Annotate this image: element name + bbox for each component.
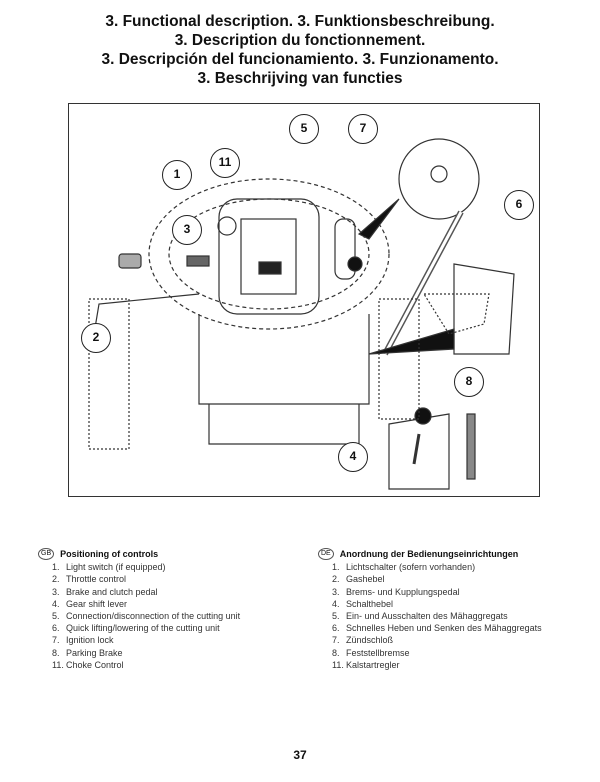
legend-item: 8. Feststellbremse bbox=[332, 647, 542, 659]
legend-item: 6. Schnelles Heben und Senken des Mähaggr… bbox=[332, 622, 542, 634]
callout-8: 8 bbox=[454, 367, 484, 397]
item-number: 8. bbox=[52, 647, 60, 658]
item-number: 6. bbox=[52, 623, 60, 634]
language-badge-de: DE bbox=[318, 548, 334, 561]
callout-2: 2 bbox=[81, 323, 111, 353]
legend-item: 2. Throttle control bbox=[52, 573, 240, 585]
item-number: 7. bbox=[52, 635, 60, 646]
legend-item: 11.Kalstartregler bbox=[332, 659, 542, 671]
item-number: 11. bbox=[332, 659, 344, 670]
legend-item: 5. Ein- und Ausschalten des Mähaggregats bbox=[332, 610, 542, 622]
item-text: Connection/disconnection of the cutting … bbox=[66, 611, 241, 622]
legend-item: 6. Quick lifting/lowering of the cutting … bbox=[52, 622, 240, 634]
item-text: Quick lifting/lowering of the cutting un… bbox=[66, 623, 220, 634]
item-text: Kalstartregler bbox=[346, 659, 400, 670]
legend-item: 5. Connection/disconnection of the cuttin… bbox=[52, 610, 240, 622]
legend-item: 7. Zündschloß bbox=[332, 634, 542, 646]
callout-5: 5 bbox=[289, 114, 319, 144]
page-number: 37 bbox=[293, 748, 307, 762]
item-text: Schnelles Heben und Senken des Mähaggreg… bbox=[346, 623, 542, 634]
title-line: 3. Functional description. 3. Funktionsb… bbox=[105, 13, 495, 30]
controls-diagram: 5 7 1 11 6 3 2 8 4 bbox=[68, 103, 540, 497]
legend-item: 7. Ignition lock bbox=[52, 634, 240, 646]
item-number: 7. bbox=[332, 635, 340, 646]
item-number: 8. bbox=[332, 647, 340, 658]
title-line: 3. Description du fonctionnement. bbox=[174, 32, 426, 49]
legend-item: 3. Brems- und Kupplungspedal bbox=[332, 586, 542, 598]
language-badge-gb: GB bbox=[38, 548, 55, 561]
item-number: 2. bbox=[52, 574, 60, 585]
legend-item: 4. Schalthebel bbox=[332, 598, 542, 610]
item-number: 1. bbox=[52, 562, 60, 573]
item-text: Lichtschalter (sofern vorhanden) bbox=[346, 562, 476, 573]
legend-item: 8. Parking Brake bbox=[52, 647, 240, 659]
item-text: Brems- und Kupplungspedal bbox=[346, 586, 460, 597]
legend-item: 1. Lichtschalter (sofern vorhanden) bbox=[332, 561, 542, 573]
legend-gb: GB Positioning of controls 1. Light switch… bbox=[38, 548, 240, 671]
callout-11: 11 bbox=[210, 148, 240, 178]
item-text: Ein- und Ausschalten des Mähaggregats bbox=[346, 611, 508, 622]
tractor-illustration bbox=[88, 138, 515, 490]
item-number: 4. bbox=[332, 598, 340, 609]
callout-4: 4 bbox=[338, 442, 368, 472]
legend-heading: Anordnung der Bedienungseinrichtungen bbox=[339, 549, 519, 559]
item-number: 4. bbox=[52, 598, 60, 609]
callout-1: 1 bbox=[162, 160, 192, 190]
title-line: 3. Beschrijving van functies bbox=[197, 70, 403, 87]
item-text: Light switch (if equipped) bbox=[66, 562, 166, 573]
item-text: Parking Brake bbox=[66, 647, 123, 658]
callout-6: 6 bbox=[504, 190, 534, 220]
title-line: 3. Descripción del funcionamiento. 3. Fu… bbox=[101, 51, 499, 68]
callout-3: 3 bbox=[172, 215, 202, 245]
item-text: Gashebel bbox=[346, 574, 385, 585]
item-number: 11. bbox=[52, 659, 64, 670]
item-number: 3. bbox=[332, 586, 340, 597]
item-number: 1. bbox=[332, 562, 340, 573]
item-text: Gear shift lever bbox=[66, 598, 128, 609]
item-text: Schalthebel bbox=[346, 598, 394, 609]
legend-item: 11.Choke Control bbox=[52, 659, 240, 671]
callout-7: 7 bbox=[348, 114, 378, 144]
item-number: 3. bbox=[52, 586, 60, 597]
item-text: Zündschloß bbox=[346, 635, 394, 646]
legend-item: 4. Gear shift lever bbox=[52, 598, 240, 610]
item-text: Brake and clutch pedal bbox=[66, 586, 158, 597]
item-text: Ignition lock bbox=[66, 635, 114, 646]
legend-item: 3. Brake and clutch pedal bbox=[52, 586, 240, 598]
item-text: Choke Control bbox=[66, 659, 124, 670]
section-titles: 3. Functional description. 3. Funktionsb… bbox=[0, 12, 600, 88]
legend-heading: Positioning of controls bbox=[60, 549, 159, 559]
item-number: 5. bbox=[332, 611, 340, 622]
item-text: Throttle control bbox=[66, 574, 127, 585]
legend-item: 1. Light switch (if equipped) bbox=[52, 561, 240, 573]
legend-item: 2. Gashebel bbox=[332, 573, 542, 585]
item-number: 6. bbox=[332, 623, 340, 634]
item-number: 2. bbox=[332, 574, 340, 585]
item-text: Feststellbremse bbox=[346, 647, 410, 658]
item-number: 5. bbox=[52, 611, 60, 622]
